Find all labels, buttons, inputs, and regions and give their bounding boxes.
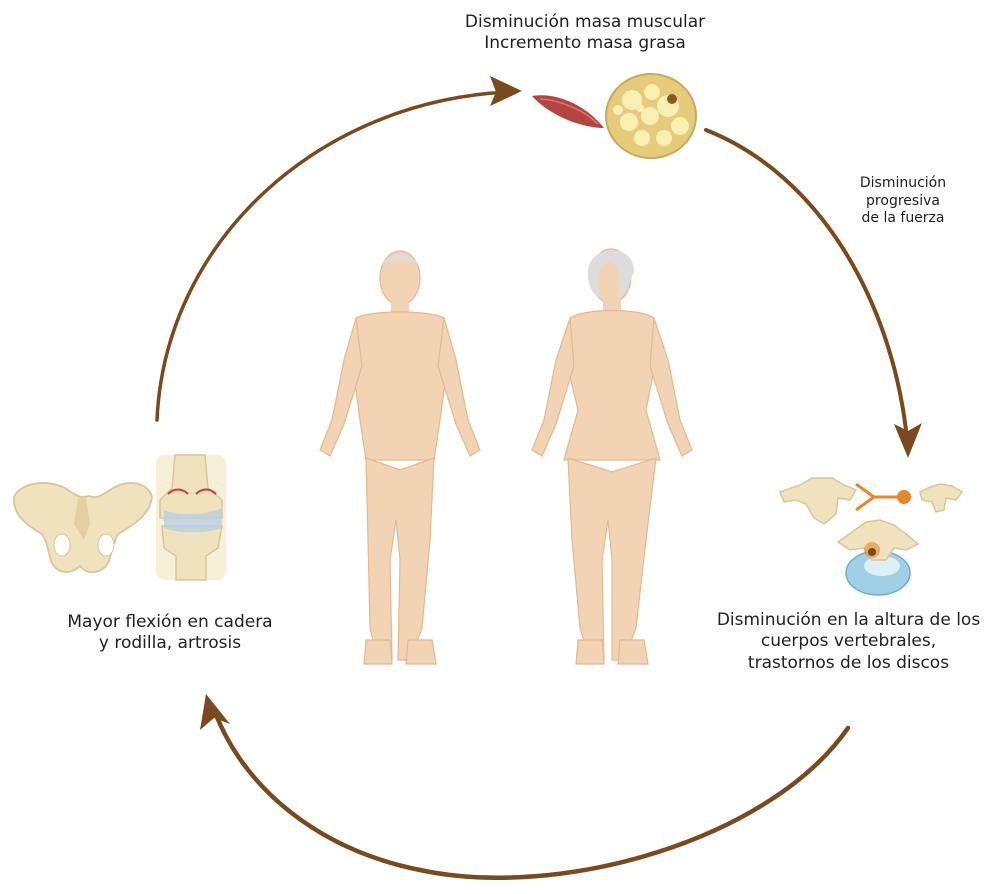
label-line: progresiva: [818, 193, 988, 211]
label-line: de la fuerza: [818, 210, 988, 228]
label-line: trastornos de los discos: [700, 653, 997, 674]
label-vertebral-changes: Disminución en la altura de los cuerpos …: [700, 610, 997, 674]
label-line: Disminución: [818, 175, 988, 193]
label-line: y rodilla, artrosis: [40, 633, 300, 654]
label-strength-loss: Disminución progresiva de la fuerza: [818, 175, 988, 228]
label-line: Incremento masa grasa: [420, 33, 750, 54]
elderly-man-figure: [320, 251, 480, 664]
label-line: Disminución masa muscular: [420, 12, 750, 33]
label-line: cuerpos vertebrales,: [700, 631, 997, 652]
label-hip-knee-flexion: Mayor flexión en cadera y rodilla, artro…: [40, 612, 300, 655]
elderly-woman-figure: [532, 249, 692, 664]
label-muscle-fat: Disminución masa muscular Incremento mas…: [420, 12, 750, 55]
label-line: Mayor flexión en cadera: [40, 612, 300, 633]
label-line: Disminución en la altura de los: [700, 610, 997, 631]
